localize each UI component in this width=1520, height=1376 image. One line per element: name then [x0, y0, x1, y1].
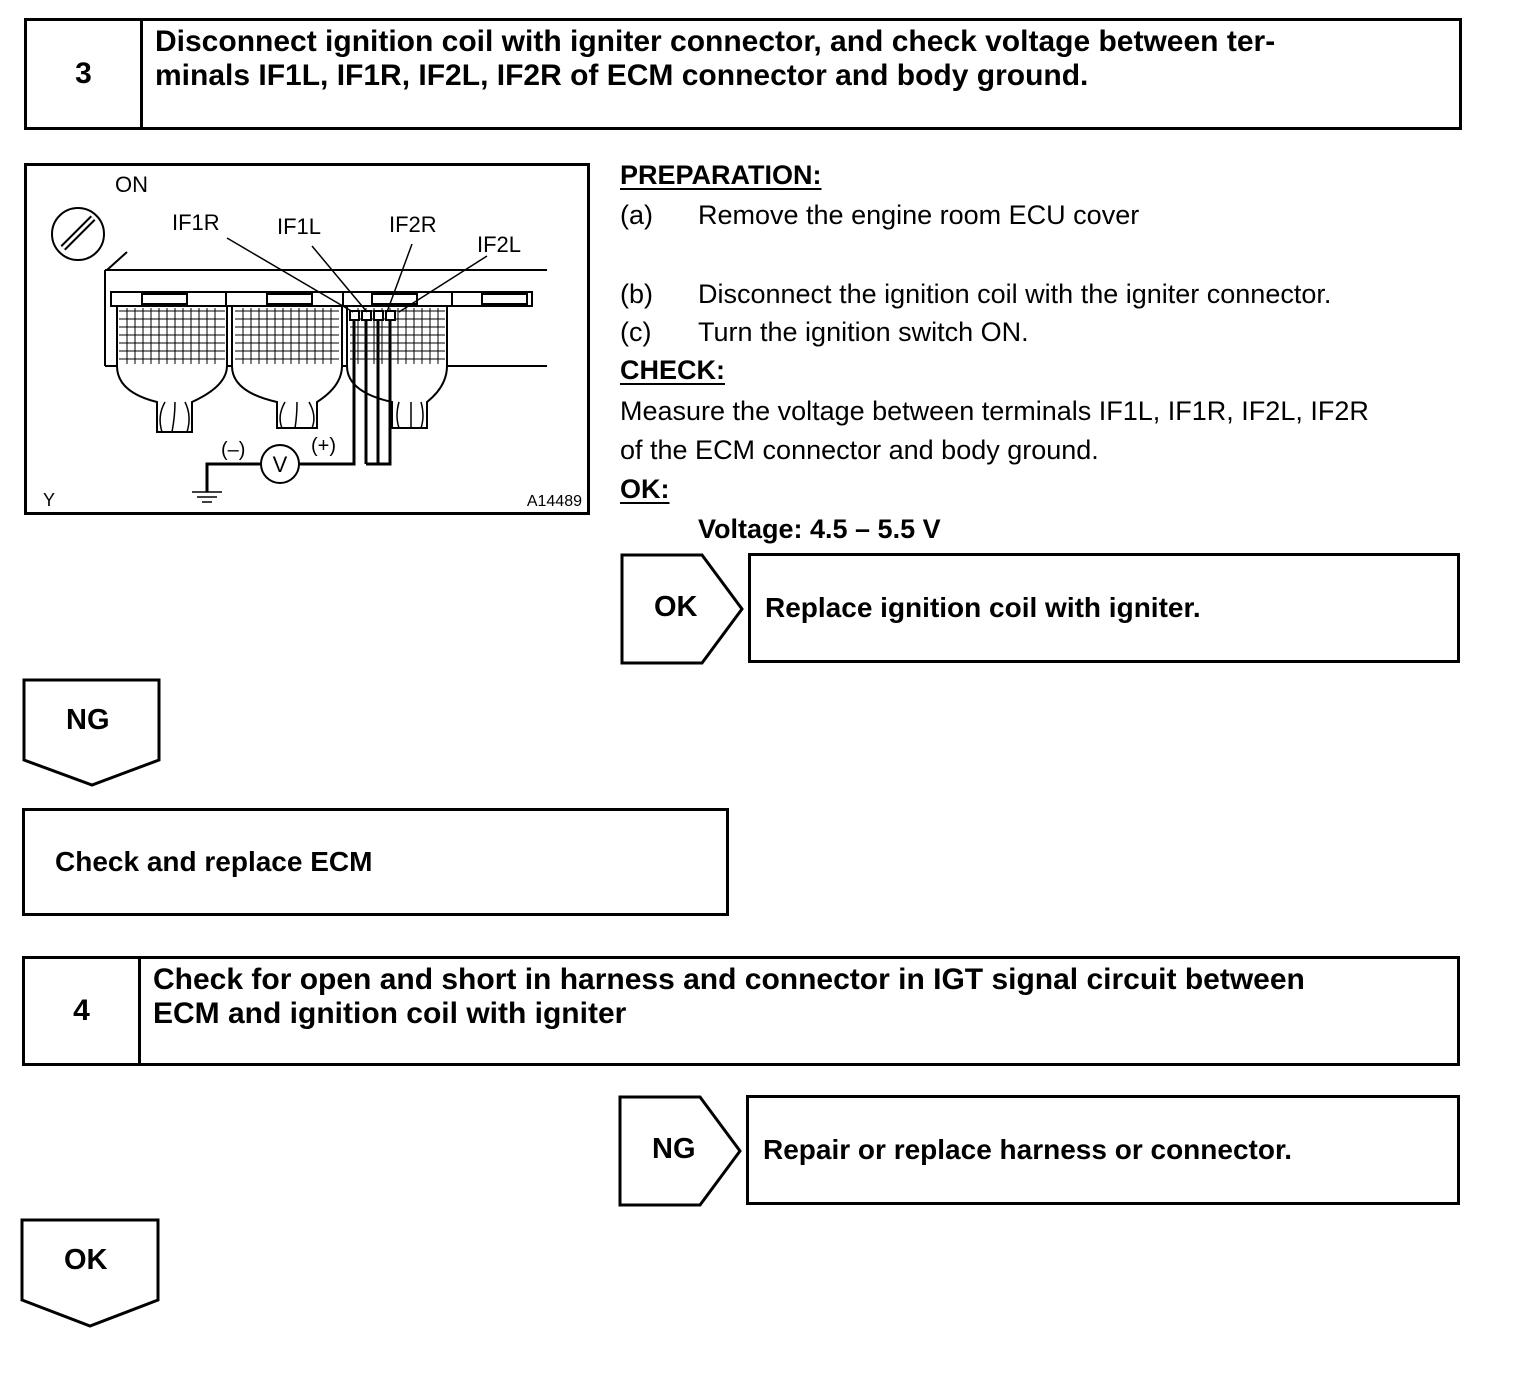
- terminal-label-if2l: IF2L: [477, 232, 521, 257]
- step-3-header: 3 Disconnect ignition coil with igniter …: [24, 18, 1462, 130]
- ok-label-step-4: OK: [64, 1244, 108, 1276]
- step-3-title: Disconnect ignition coil with igniter co…: [143, 21, 1275, 127]
- pin-grid: [119, 308, 445, 364]
- ok-label-step-3: OK: [654, 591, 698, 623]
- ignition-switch-icon: [51, 207, 105, 261]
- ng-arrow-step-3: [22, 678, 161, 787]
- ng-action-step-4: Repair or replace harness or connector.: [746, 1095, 1460, 1205]
- prep-item-a: (a) Remove the engine room ECU cover: [620, 196, 1480, 235]
- meter-plus-label: (+): [311, 435, 336, 457]
- step-4-number: 4: [25, 959, 141, 1063]
- check-text-line-2: of the ECM connector and body ground.: [620, 435, 1099, 465]
- voltmeter-symbol: V: [273, 452, 288, 477]
- prep-item-c-text: Turn the ignition switch ON.: [698, 317, 1029, 347]
- prep-item-a-marker: (a): [620, 200, 653, 230]
- step-3-number: 3: [27, 21, 143, 127]
- ok-spec-value: Voltage: 4.5 – 5.5 V: [698, 514, 941, 544]
- label-leaders: [226, 237, 488, 313]
- step-4-title-line-2: ECM and ignition coil with igniter: [153, 997, 627, 1030]
- step-3-title-line-1: Disconnect ignition coil with igniter co…: [155, 25, 1276, 58]
- step-3-title-line-2: minals IF1L, IF1R, IF2L, IF2R of ECM con…: [155, 59, 1089, 92]
- terminal-label-if1r: IF1R: [172, 210, 220, 235]
- wire-bundles: [159, 401, 424, 433]
- check-text-line-1: Measure the voltage between terminals IF…: [620, 396, 1369, 426]
- prep-item-b-text: Disconnect the ignition coil with the ig…: [698, 279, 1332, 309]
- figure-corner-label: Y: [43, 490, 55, 510]
- ecm-connector-diagram: ON: [43, 172, 582, 510]
- ok-arrow-step-4: [20, 1218, 160, 1328]
- step-4-title: Check for open and short in harness and …: [141, 959, 1305, 1063]
- ok-action-step-3: Replace ignition coil with igniter.: [748, 553, 1460, 663]
- ecm-connector-figure: ON: [24, 163, 590, 515]
- ground-icon: [192, 491, 222, 503]
- ok-arrow-step-3: [620, 553, 744, 665]
- ng-label-step-4: NG: [652, 1133, 696, 1165]
- prep-item-c: (c) Turn the ignition switch ON.: [620, 313, 1480, 352]
- probe-wires: [297, 320, 392, 466]
- step-4-title-line-1: Check for open and short in harness and …: [153, 963, 1305, 996]
- preparation-heading: PREPARATION:: [620, 160, 822, 190]
- ng-arrow-step-4: [618, 1095, 742, 1207]
- prep-item-b-marker: (b): [620, 279, 653, 309]
- prep-item-a-text: Remove the engine room ECU cover: [698, 200, 1140, 230]
- voltmeter: V: [205, 444, 300, 492]
- terminal-label-if1l: IF1L: [277, 214, 321, 239]
- on-label: ON: [115, 172, 148, 197]
- ng-label-step-3: NG: [66, 704, 110, 736]
- step-4-header: 4 Check for open and short in harness an…: [22, 956, 1460, 1066]
- check-heading: CHECK:: [620, 355, 725, 385]
- check-replace-ecm-box: Check and replace ECM: [22, 808, 729, 916]
- prep-item-b: (b) Disconnect the ignition coil with the…: [620, 275, 1480, 314]
- prep-item-c-marker: (c): [620, 317, 652, 347]
- figure-code: A14489: [527, 493, 582, 510]
- meter-minus-label: (–): [221, 439, 245, 461]
- terminal-label-if2r: IF2R: [389, 212, 437, 237]
- ok-spec-heading: OK:: [620, 474, 670, 504]
